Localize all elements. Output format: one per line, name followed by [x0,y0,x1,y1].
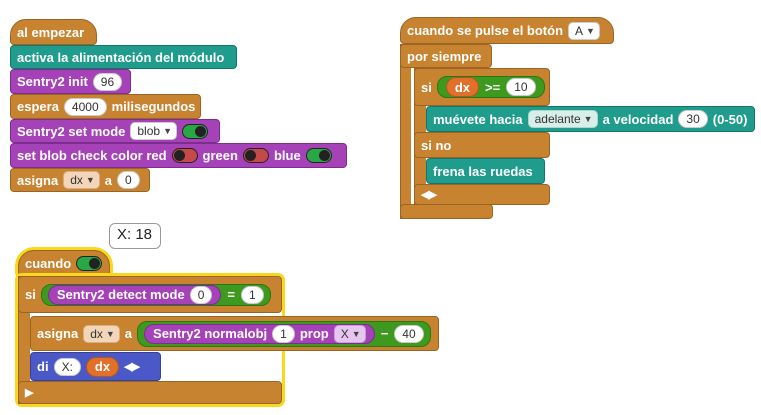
chevron-down-icon: ▼ [586,25,595,36]
mode-toggle[interactable] [181,123,208,139]
when-button-hat[interactable]: cuando se pulse el botón A ▼ [400,17,614,44]
variable-dropdown-value: dx [70,173,83,187]
button-dropdown-value: A [575,23,584,38]
normalobj-reporter[interactable]: Sentry2 normalobj 1 prop X ▼ [144,323,375,344]
when-condition-hat[interactable]: cuando [18,250,110,276]
minus-op: − [380,326,389,341]
if-block[interactable]: si Sentry2 detect mode 0 = 1 [18,276,282,313]
wait-label: espera [17,99,59,114]
button-hat-label: cuando se pulse el botón [407,23,564,38]
sentry-init-block[interactable]: Sentry2 init 96 [10,69,131,94]
sentry-init-label: Sentry2 init [17,74,88,89]
stop-wheels-label: frena las ruedas [433,163,533,179]
normalobj-label: Sentry2 normalobj [153,326,268,341]
speed-label: a velocidad [602,111,674,127]
compare-value-input[interactable]: 10 [506,78,536,96]
say-block[interactable]: di X: dx ◀▶ [30,352,161,381]
blue-label: blue [273,148,301,163]
direction-dropdown[interactable]: adelante ▼ [527,110,598,128]
prop-dropdown[interactable]: X ▼ [333,324,366,343]
chevron-down-icon: ▼ [105,328,115,339]
speed-range-label: (0-50) [712,111,748,127]
init-value-input[interactable]: 96 [92,72,123,91]
blob-color-block[interactable]: set blob check color red green blue [10,143,347,168]
green-label: green [202,148,238,163]
power-module-block[interactable]: activa la alimentación del módulo [10,45,237,69]
assign-value-input[interactable]: 0 [117,171,140,189]
chevron-down-icon: ▼ [85,175,95,185]
normalobj-input[interactable]: 1 [272,324,295,343]
ifelse-bottom[interactable]: ◀▶ [414,184,550,205]
if-else-block[interactable]: si dx >= 10 [414,68,550,106]
mode-dropdown[interactable]: blob ▼ [130,122,177,140]
blob-color-label: set blob check color red [17,148,167,163]
equals-value-input[interactable]: 1 [241,285,264,304]
say-text-input[interactable]: X: [53,357,81,376]
variable-dropdown[interactable]: dx ▼ [63,171,100,189]
if-bottom[interactable]: ▶ [18,381,282,404]
assign-to-label: a [104,172,113,188]
wait-value-input[interactable]: 4000 [63,97,107,116]
expand-icon[interactable]: ▶ [25,387,34,399]
button-dropdown[interactable]: A ▼ [568,21,600,40]
when-start-hat[interactable]: al empezar [10,19,97,45]
prop-label: prop [299,326,329,341]
chevron-down-icon: ▼ [351,328,361,339]
set-mode-block[interactable]: Sentry2 set mode blob ▼ [10,119,220,143]
chevron-down-icon: ▼ [163,126,172,136]
expand-collapse-icon[interactable]: ◀▶ [421,189,437,201]
mode-dropdown-value: blob [137,124,161,138]
assign-to-label: a [124,326,133,341]
forever-bottom [400,204,493,219]
else-label: si no [421,137,452,153]
say-dx-variable[interactable]: dx [85,356,120,377]
assign-label: asigna [17,172,59,188]
compare-op: >= [485,79,501,95]
else-bar: si no [414,132,550,158]
power-module-label: activa la alimentación del módulo [17,49,225,65]
hat-label: al empezar [17,24,85,40]
detect-mode-label: Sentry2 detect mode [56,287,185,302]
forever-label: por siempre [407,48,482,64]
say-label: di [37,359,49,374]
forever-block[interactable]: por siempre [400,44,492,68]
wait-block[interactable]: espera 4000 milisegundos [10,94,201,119]
expand-collapse-icon[interactable]: ◀▶ [124,361,140,373]
direction-dropdown-value: adelante [534,112,581,126]
minus-reporter[interactable]: Sentry2 normalobj 1 prop X ▼ − 40 [137,320,431,347]
variable-dropdown[interactable]: dx ▼ [83,324,120,343]
speed-value-input[interactable]: 30 [678,110,708,128]
blue-toggle[interactable] [305,148,332,163]
red-toggle[interactable] [171,148,198,163]
chevron-down-icon: ▼ [583,114,593,124]
if-label: si [421,79,432,95]
green-toggle[interactable] [242,148,269,163]
detect-mode-reporter[interactable]: Sentry2 detect mode 0 [47,284,222,305]
forever-c-arm [400,44,411,219]
equals-reporter[interactable]: Sentry2 detect mode 0 = 1 [40,283,271,306]
condition-toggle[interactable] [76,255,103,271]
assign-normalobj-block[interactable]: asigna dx ▼ a Sentry2 normalobj 1 prop X… [30,316,439,351]
set-mode-label: Sentry2 set mode [17,123,126,139]
compare-reporter[interactable]: dx >= 10 [436,76,545,98]
detect-mode-input[interactable]: 0 [189,285,213,304]
wait-unit: milisegundos [111,99,196,114]
say-bubble: X: 18 [109,223,161,249]
minus-value-input[interactable]: 40 [394,324,424,343]
prop-dropdown-value: X [340,326,349,341]
dx-variable[interactable]: dx [445,77,480,97]
assign-dx-block[interactable]: asigna dx ▼ a 0 [10,168,150,192]
assign-label: asigna [37,326,79,341]
say-bubble-text: X: 18 [117,226,153,243]
if-label: si [25,287,36,302]
when-label: cuando [25,255,72,271]
variable-dropdown-value: dx [90,326,103,341]
move-block[interactable]: muévete hacia adelante ▼ a velocidad 30 … [426,106,755,132]
move-label: muévete hacia [433,111,523,127]
equals-op: = [227,287,235,302]
stop-wheels-block[interactable]: frena las ruedas [426,158,545,184]
